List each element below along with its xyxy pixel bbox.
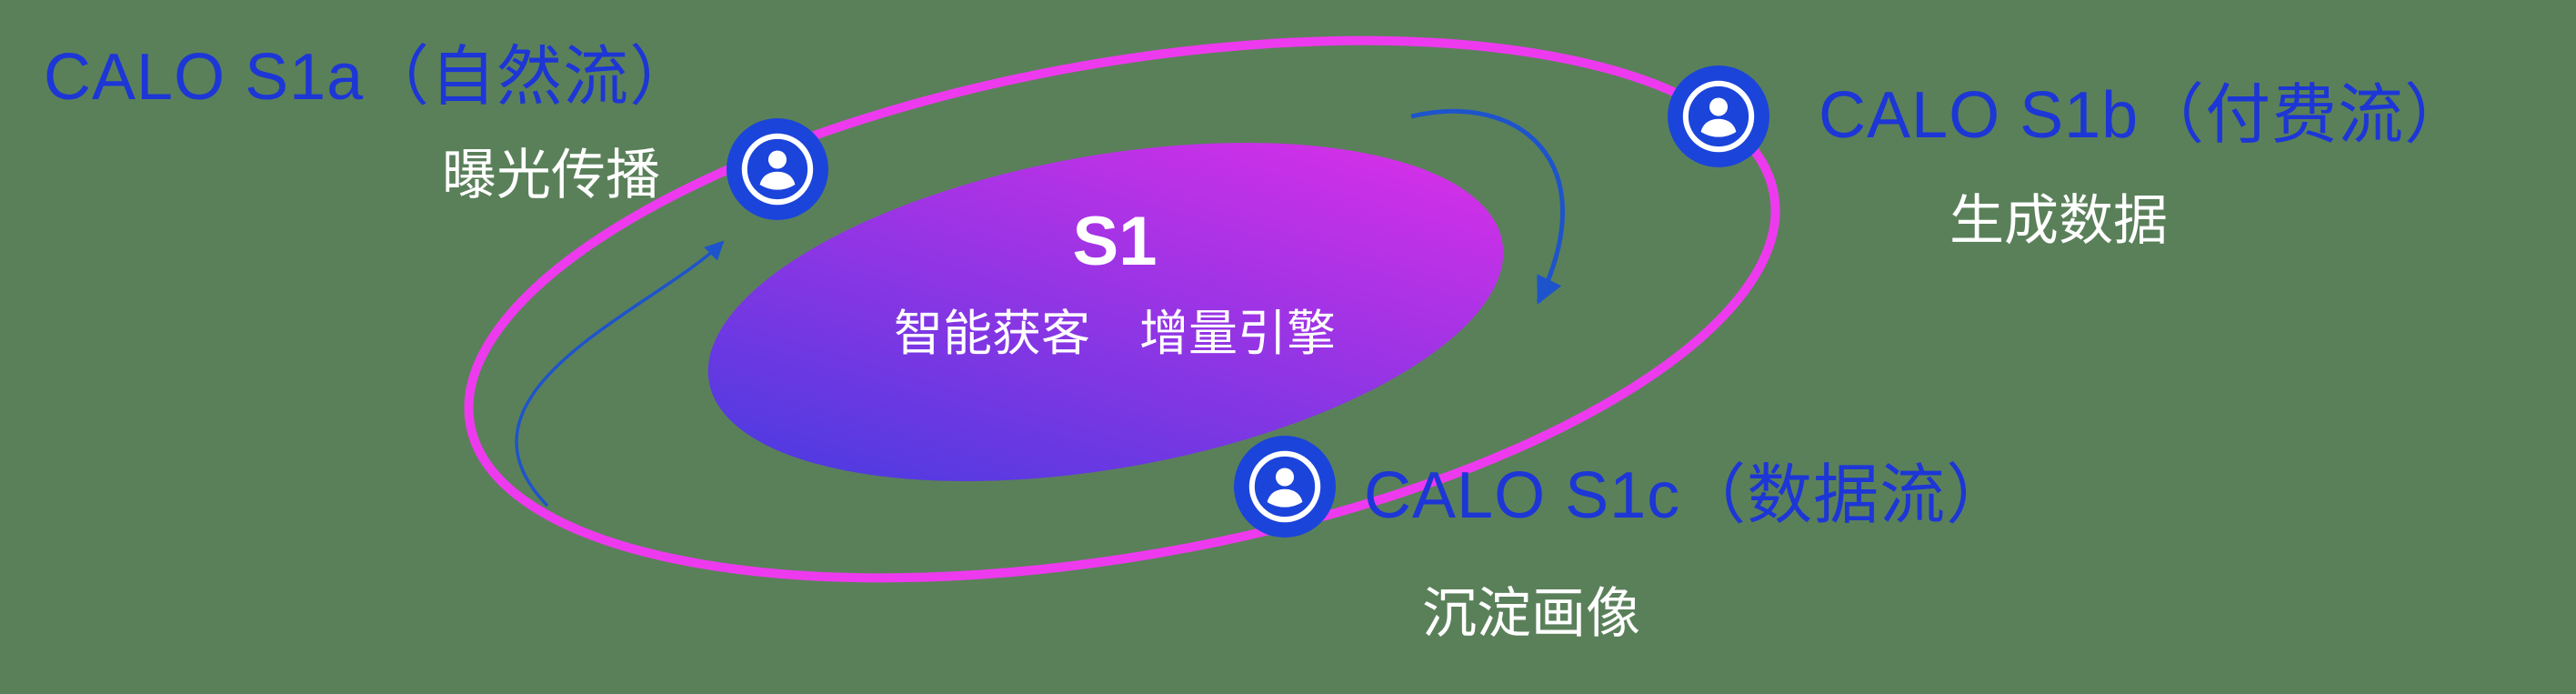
node-label-s1c: CALO S1c（数据流） [1364,459,2013,532]
node-sublabel-s1b: 生成数据 [1950,190,2168,251]
node-s1c [1234,436,1336,538]
person-icon [727,118,828,220]
flow-arrow-left-icon [515,240,725,508]
orbit-ring [464,35,1780,583]
node-sublabel-s1a: 曝光传播 [442,145,660,206]
node-label-s1b: CALO S1b（付费流） [1819,79,2471,152]
person-icon [1668,65,1769,167]
node-label-s1a: CALO S1a（自然流） [44,41,697,114]
core-ellipse [707,142,1504,482]
flow-arrow-right-icon [1410,108,1566,305]
node-s1a [727,118,828,220]
node-s1b [1668,65,1769,167]
person-icon [1234,436,1336,538]
node-sublabel-s1c: 沉淀画像 [1422,583,1640,644]
